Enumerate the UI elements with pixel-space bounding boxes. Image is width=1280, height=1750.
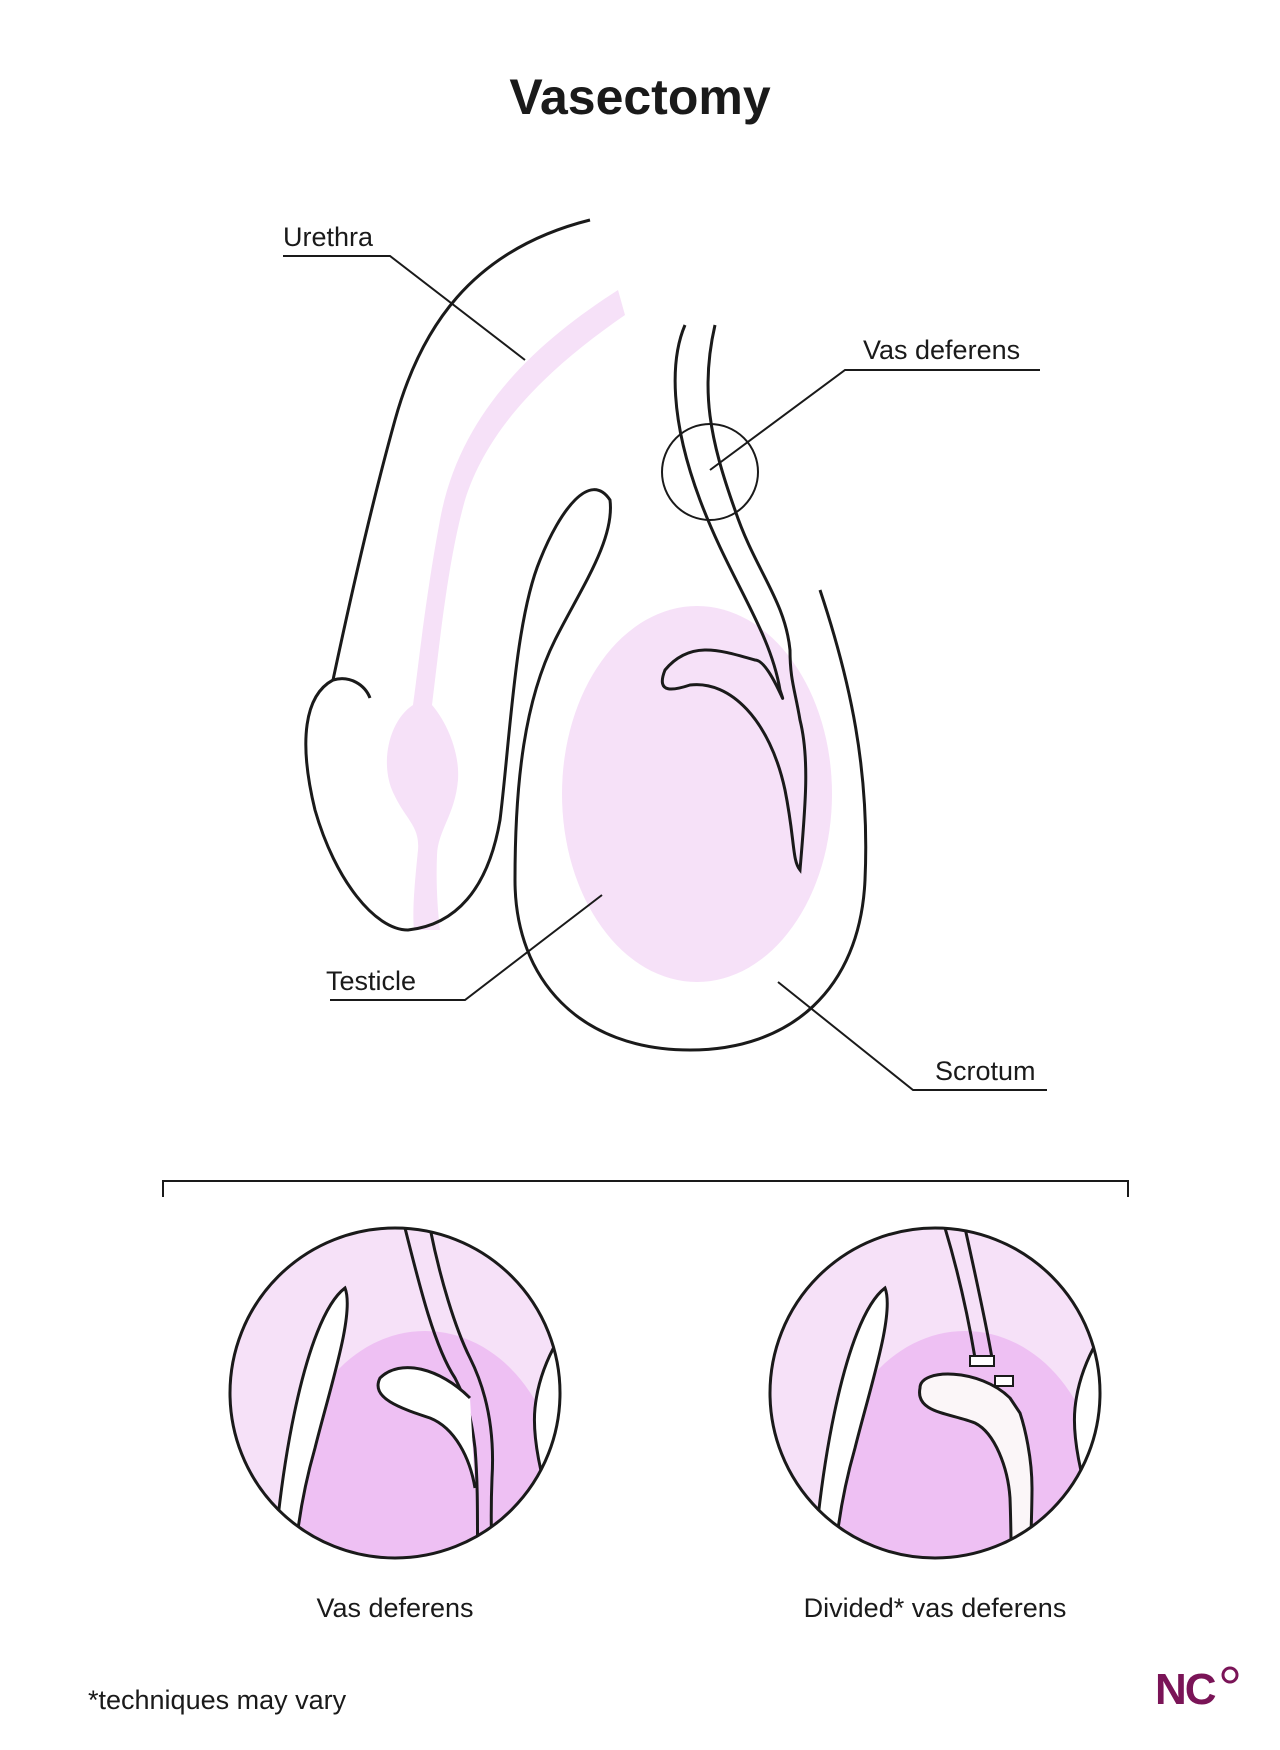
label-scrotum: Scrotum [935, 1056, 1036, 1086]
caption-left: Vas deferens [316, 1593, 474, 1623]
zoom-bracket [162, 1180, 1129, 1197]
label-vas-deferens: Vas deferens [863, 335, 1021, 365]
urethra-leader [283, 255, 526, 361]
label-urethra: Urethra [283, 222, 374, 252]
zoom-circle-right [770, 1228, 1100, 1558]
testicle-leader [330, 894, 603, 1001]
label-testicle: Testicle [326, 966, 417, 996]
penis-outline [304, 218, 868, 1052]
urethra-channel [386, 290, 625, 930]
caption-right: Divided* vas deferens [803, 1593, 1067, 1623]
highlight-circle [661, 423, 759, 521]
page-title: Vasectomy [509, 69, 771, 125]
testicle-shape [562, 606, 832, 982]
vas-leader [709, 369, 1040, 471]
nc-logo-icon [1221, 1666, 1239, 1684]
nc-logo: NC [1155, 1665, 1217, 1714]
vas-deferens-tube [661, 324, 808, 874]
footnote: *techniques may vary [88, 1685, 347, 1715]
scrotum-leader [777, 981, 1047, 1091]
